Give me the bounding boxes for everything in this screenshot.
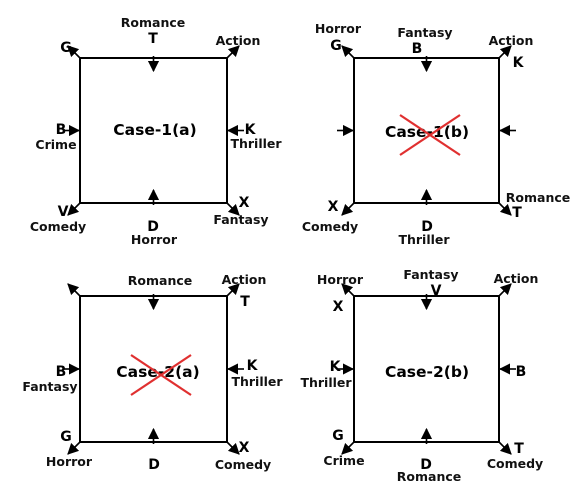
cross-mark-stroke	[399, 114, 461, 156]
corner-tr-genre: Action	[222, 272, 267, 287]
corner-bl-person: G	[60, 429, 72, 445]
side-top-person: B	[412, 41, 423, 57]
side-left-genre: Fantasy	[22, 379, 77, 394]
side-right-genre: Thriller	[231, 374, 283, 389]
corner-bl-person: X	[328, 199, 339, 215]
corner-arrow-br	[498, 202, 512, 216]
corner-arrow-tl	[341, 283, 355, 297]
corner-tl-genre: Horror	[315, 21, 362, 36]
side-right-person: K	[247, 358, 259, 374]
corner-arrow-tl	[341, 45, 355, 59]
corner-arrow-bl	[67, 202, 81, 216]
corner-tl-genre: Horror	[317, 272, 364, 287]
corner-bl-genre: Comedy	[30, 219, 86, 234]
corner-br-genre: Comedy	[215, 457, 271, 472]
side-right-person: K	[245, 122, 257, 138]
corner-bl-person: G	[332, 428, 344, 444]
corner-tl-person: G	[60, 40, 72, 56]
corner-br-person: T	[512, 205, 522, 221]
side-bottom-genre: Horror	[131, 232, 178, 247]
side-right-person: B	[516, 364, 527, 380]
side-bottom-person: D	[148, 457, 160, 473]
case-title: Case-1(a)	[113, 121, 196, 139]
corner-arrow-bl	[341, 441, 355, 455]
side-right-genre: Thriller	[230, 136, 282, 151]
corner-br-genre: Romance	[506, 190, 570, 205]
corner-bl-genre: Horror	[46, 454, 93, 469]
corner-arrow-bl	[341, 202, 355, 216]
side-bottom-person: D	[420, 457, 432, 473]
corner-br-person: X	[239, 440, 250, 456]
side-left-genre: Thriller	[300, 375, 352, 390]
corner-br-genre: Fantasy	[213, 212, 268, 227]
corner-arrow-bl	[67, 441, 81, 455]
corner-arrow-br	[498, 441, 512, 455]
cross-mark-stroke	[130, 354, 192, 396]
corner-arrow-tl	[67, 45, 81, 59]
corner-tr-genre: Action	[489, 33, 534, 48]
case-panel-2: Case-1(b)GHorrorKActionXComedyTRomanceBF…	[302, 21, 570, 247]
case-panel-3: Case-2(a)TActionGHorrorXComedyRomanceDBF…	[22, 272, 283, 473]
side-left-person: B	[56, 364, 67, 380]
side-top-genre: Romance	[128, 273, 192, 288]
corner-bl-genre: Crime	[323, 453, 364, 468]
side-bottom-genre: Romance	[397, 469, 461, 484]
corner-tr-person: T	[240, 294, 250, 310]
side-left-genre: Crime	[35, 137, 76, 152]
side-top-person: V	[431, 283, 442, 299]
case-title: Case-2(b)	[385, 363, 469, 381]
corner-arrow-tl	[67, 283, 81, 297]
side-left-person: B	[56, 122, 67, 138]
corner-tl-person: X	[333, 299, 344, 315]
corner-tr-genre: Action	[494, 271, 539, 286]
side-left-person: K	[330, 359, 342, 375]
corner-arrow-tr	[498, 45, 512, 59]
corner-bl-person: V	[58, 204, 69, 220]
side-bottom-genre: Thriller	[398, 232, 450, 247]
corner-arrow-tr	[226, 45, 240, 59]
corner-tr-genre: Action	[216, 33, 261, 48]
corner-tr-person: K	[513, 55, 525, 71]
corner-arrow-br	[226, 202, 240, 216]
side-bottom-person: D	[421, 219, 433, 235]
side-bottom-person: D	[147, 219, 159, 235]
corner-arrow-br	[226, 441, 240, 455]
corner-br-genre: Comedy	[487, 456, 543, 471]
side-top-person: T	[148, 31, 158, 47]
side-top-genre: Fantasy	[403, 267, 458, 282]
corner-br-person: X	[239, 195, 250, 211]
corner-arrow-tr	[226, 283, 240, 297]
corner-br-person: T	[514, 441, 524, 457]
corner-tl-person: G	[330, 38, 342, 54]
corner-arrow-tr	[498, 283, 512, 297]
corner-bl-genre: Comedy	[302, 219, 358, 234]
side-top-genre: Romance	[121, 15, 185, 30]
side-top-genre: Fantasy	[397, 25, 452, 40]
